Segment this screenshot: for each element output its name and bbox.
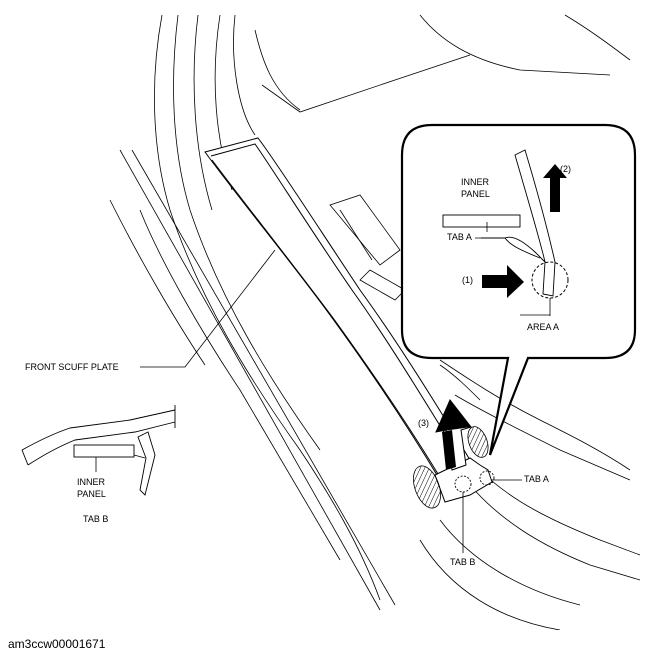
leader-lines	[95, 222, 550, 553]
scuff-plate-diagram: INNER PANEL TAB A (1) (2) (3) AREA A FRO…	[21, 14, 641, 631]
lift-arrow-3	[435, 399, 472, 471]
clip-hatch-right	[467, 426, 489, 458]
detail-inner-label-2: PANEL	[461, 189, 490, 199]
left-inner-label-2: PANEL	[77, 489, 106, 499]
vehicle-body-lines	[109, 14, 641, 631]
step-2-label: (2)	[560, 164, 571, 174]
detail-tab-b	[21, 405, 176, 496]
step-1-label: (1)	[462, 275, 473, 285]
left-inner-label-1: INNER	[77, 477, 106, 487]
detail-inner-panel	[442, 149, 556, 297]
tab-a-circle	[479, 470, 495, 486]
arrow-2-up-icon	[543, 164, 567, 212]
area-a-circle	[531, 261, 569, 299]
left-tab-b-label: TAB B	[83, 514, 108, 524]
tab-a-main-label: TAB A	[524, 474, 549, 484]
arrow-1-right-icon	[482, 265, 524, 298]
figure-id-caption: am3ccw00001671	[8, 637, 106, 651]
front-scuff-plate-label: FRONT SCUFF PLATE	[25, 362, 119, 372]
detail-tab-a-label: TAB A	[447, 232, 472, 242]
detail-inner-label-1: INNER	[461, 177, 490, 187]
tab-b-main-label: TAB B	[450, 557, 475, 567]
clip-hatch-left	[413, 465, 441, 509]
step-3-label: (3)	[418, 418, 429, 428]
area-a-label: AREA A	[527, 322, 559, 332]
callout-bubble	[400, 123, 637, 456]
